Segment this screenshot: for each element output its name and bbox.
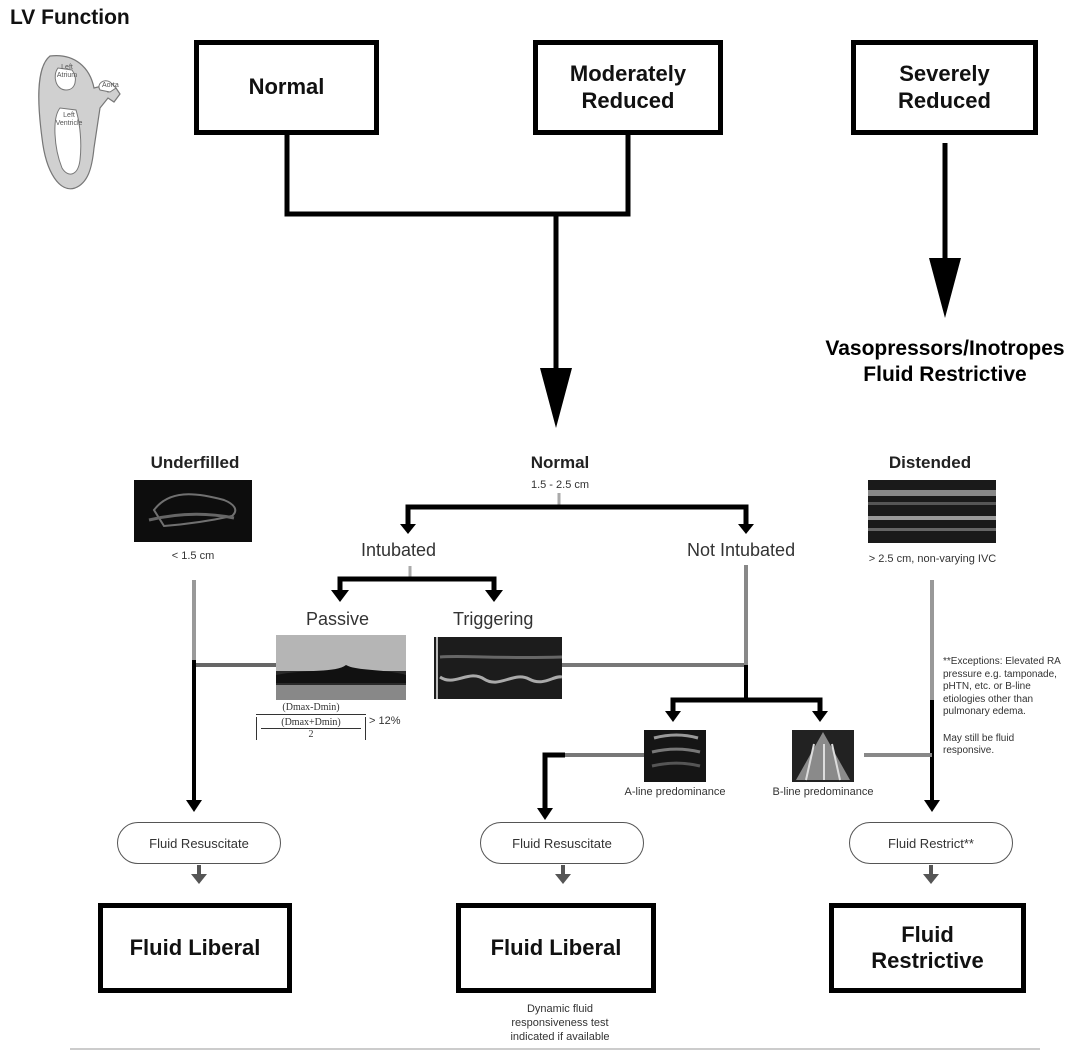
lv-normal-label: Normal <box>248 74 325 100</box>
lv-moderately-reduced-label: Moderately Reduced <box>569 61 687 113</box>
heart-label-left-atrium: Left Atrium <box>56 64 78 79</box>
underfilled-ivc-image <box>134 480 252 542</box>
b-line-ultrasound-image <box>792 730 854 782</box>
passive-mmode-image <box>276 635 406 700</box>
distended-ivc-image <box>868 480 996 543</box>
fluid-restrictive-box: Fluid Restrictive <box>829 903 1026 993</box>
fluid-resuscitate-left-label: Fluid Resuscitate <box>149 835 249 851</box>
formula-numerator: (Dmax-Dmin) <box>256 702 366 715</box>
intubated-label: Intubated <box>361 540 437 560</box>
ivc-normal-label: Normal <box>530 453 590 472</box>
b-line-label: B-line predominance <box>772 786 874 798</box>
lv-normal-box: Normal <box>194 40 379 135</box>
page-title: LV Function <box>10 6 130 29</box>
ivc-distended-measure: > 2.5 cm, non-varying IVC <box>868 553 997 565</box>
heart-label-left-ventricle: Left Ventricle <box>55 112 83 127</box>
fluid-restrict-pill: Fluid Restrict** <box>849 822 1013 864</box>
fluid-resuscitate-mid-pill: Fluid Resuscitate <box>480 822 644 864</box>
lv-severely-reduced-box: Severely Reduced <box>851 40 1038 135</box>
fluid-resuscitate-mid-label: Fluid Resuscitate <box>512 835 612 851</box>
ivc-underfilled-measure: < 1.5 cm <box>171 550 215 562</box>
severe-outcome-text: Vasopressors/Inotropes Fluid Restrictive <box>804 336 1086 389</box>
fluid-liberal-left-label: Fluid Liberal <box>129 934 261 960</box>
exceptions-note: **Exceptions: Elevated RA pressure e.g. … <box>943 656 1063 758</box>
formula-denominator-bottom: 2 <box>308 729 314 740</box>
fluid-liberal-left-box: Fluid Liberal <box>98 903 292 993</box>
dynamic-test-note: Dynamic fluid responsiveness test indica… <box>510 1003 610 1043</box>
fluid-restrict-label: Fluid Restrict** <box>888 835 974 851</box>
triggering-label: Triggering <box>453 609 534 629</box>
fluid-restrictive-label: Fluid Restrictive <box>871 921 984 973</box>
not-intubated-label: Not Intubated <box>687 540 796 560</box>
heart-label-aorta: Aorta <box>102 82 119 89</box>
formula-threshold: > 12% <box>369 715 401 727</box>
fluid-liberal-mid-box: Fluid Liberal <box>456 903 656 993</box>
exceptions-text: **Exceptions: Elevated RA pressure e.g. … <box>943 656 1061 717</box>
severe-outcome-line2: Fluid Restrictive <box>863 363 1027 387</box>
fluid-liberal-mid-label: Fluid Liberal <box>490 934 622 960</box>
lv-severely-reduced-label: Severely Reduced <box>898 61 991 113</box>
a-line-ultrasound-image <box>644 730 706 782</box>
ivc-underfilled-label: Underfilled <box>150 453 240 472</box>
triggering-mmode-image <box>434 637 563 699</box>
fluid-resuscitate-left-pill: Fluid Resuscitate <box>117 822 281 864</box>
heart-icon: Left Atrium Aorta Left Ventricle <box>30 48 130 198</box>
severe-outcome-line1: Vasopressors/Inotropes <box>825 337 1065 360</box>
a-line-label: A-line predominance <box>624 786 726 798</box>
collapsibility-formula: (Dmax-Dmin) (Dmax+Dmin) 2 <box>256 702 366 740</box>
ivc-normal-measure: 1.5 - 2.5 cm <box>530 479 590 491</box>
ivc-distended-label: Distended <box>888 453 972 472</box>
lv-moderately-reduced-box: Moderately Reduced <box>533 40 723 135</box>
responsive-text: May still be fluid responsive. <box>943 732 1015 757</box>
formula-denominator-top: (Dmax+Dmin) <box>261 717 361 729</box>
passive-label: Passive <box>306 609 370 629</box>
